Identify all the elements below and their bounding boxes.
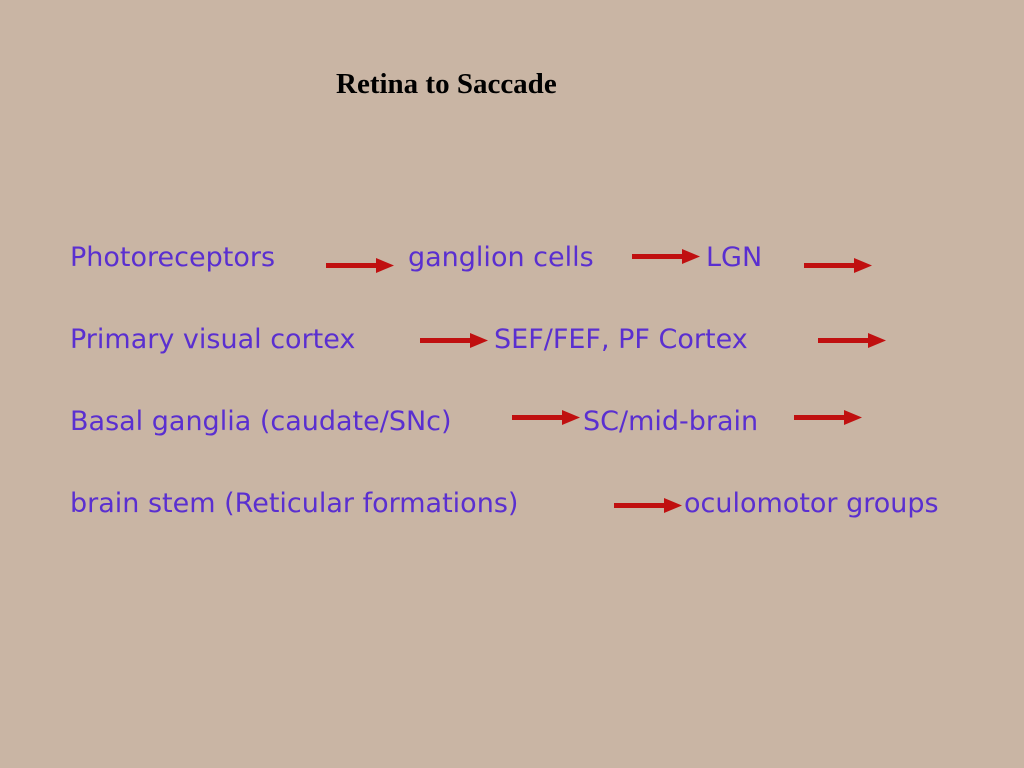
node-lgn: LGN [706,242,763,273]
right-arrow-icon [420,333,488,348]
node-oculomotor-groups: oculomotor groups [684,488,939,519]
right-arrow-icon [614,498,682,513]
node-basal-ganglia: Basal ganglia (caudate/SNc) [70,406,452,437]
node-brain-stem: brain stem (Reticular formations) [70,488,519,519]
node-sc-mid-brain: SC/mid-brain [583,406,759,437]
node-photoreceptors: Photoreceptors [70,242,276,273]
right-arrow-icon [326,258,394,273]
right-arrow-icon [632,249,700,264]
slide-title: Retina to Saccade [336,68,557,100]
node-primary-visual-cortex: Primary visual cortex [70,324,356,355]
right-arrow-icon [818,333,886,348]
node-sef-fef-pf-cortex: SEF/FEF, PF Cortex [494,324,748,355]
right-arrow-icon [794,410,862,425]
node-ganglion-cells: ganglion cells [408,242,594,273]
right-arrow-icon [512,410,580,425]
right-arrow-icon [804,258,872,273]
